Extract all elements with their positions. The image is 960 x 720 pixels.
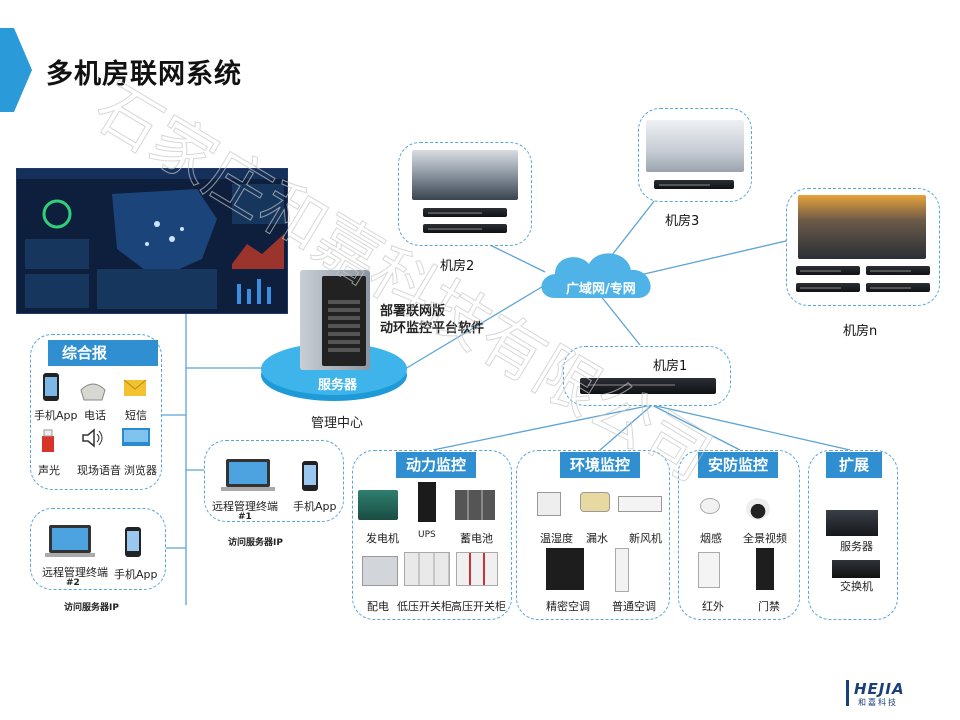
remote-2-caption: 访问服务器IP bbox=[64, 603, 119, 613]
server-label: 服务器 bbox=[318, 378, 358, 393]
room-3-photo bbox=[646, 120, 744, 172]
low-voltage-switchgear-icon bbox=[404, 552, 450, 586]
room-1-device bbox=[580, 378, 716, 394]
environment-item-label: 温湿度 bbox=[540, 532, 573, 545]
alarm-item-label: 现场语音 bbox=[77, 464, 121, 477]
remote-2-terminal-label: 远程管理终端 bbox=[42, 566, 108, 579]
alarm-title: 综合报 bbox=[48, 340, 158, 366]
power-item-label: 高压开关柜 bbox=[451, 600, 506, 613]
environment-box bbox=[516, 450, 670, 620]
power-item-label: 发电机 bbox=[366, 532, 399, 545]
sms-icon bbox=[123, 379, 147, 396]
precision-ac-icon bbox=[546, 548, 584, 590]
remote-2-terminal-number: #2 bbox=[66, 578, 80, 588]
expand-item-label: 服务器 bbox=[840, 540, 873, 553]
siren-icon bbox=[42, 429, 54, 452]
remote-1-caption: 访问服务器IP bbox=[228, 538, 283, 548]
power-item-label: 配电 bbox=[367, 600, 389, 613]
room-n-photo bbox=[798, 195, 926, 259]
environment-item-label: 精密空调 bbox=[546, 600, 590, 613]
high-voltage-switchgear-icon bbox=[456, 552, 498, 586]
logo-text: HEJIA bbox=[854, 680, 905, 698]
dashboard-screen bbox=[16, 168, 288, 314]
management-center-label: 管理中心 bbox=[311, 416, 364, 431]
alarm-item-label: 短信 bbox=[125, 409, 147, 422]
room-2-photo bbox=[412, 150, 518, 200]
company-logo: HEJIA 和嘉科技 bbox=[846, 680, 916, 708]
ups-icon bbox=[418, 482, 436, 522]
generator-icon bbox=[358, 490, 398, 520]
server-icon bbox=[826, 510, 878, 536]
environment-item-label: 普通空调 bbox=[612, 600, 656, 613]
room-n-device-2 bbox=[866, 266, 930, 275]
power-item-label: 低压开关柜 bbox=[397, 600, 452, 613]
switch-icon bbox=[832, 560, 880, 578]
room-2-device-1 bbox=[423, 208, 507, 217]
temperature-humidity-icon bbox=[537, 492, 561, 516]
room-n-device-3 bbox=[796, 283, 860, 292]
room-3-device bbox=[654, 180, 734, 189]
expand-title: 扩展 bbox=[826, 452, 882, 478]
software-label-1: 部署联网版 bbox=[380, 304, 446, 319]
laptop-icon bbox=[221, 459, 275, 491]
security-box bbox=[678, 450, 800, 620]
distribution-icon bbox=[362, 556, 398, 586]
camera-icon bbox=[746, 498, 770, 520]
smoke-detector-icon bbox=[700, 498, 720, 514]
environment-item-label: 新风机 bbox=[629, 532, 662, 545]
software-label-2: 动环监控平台软件 bbox=[380, 321, 485, 336]
corner-accent bbox=[0, 28, 32, 112]
laptop-icon bbox=[45, 525, 95, 557]
browser-icon bbox=[122, 428, 150, 446]
smartphone-icon bbox=[125, 527, 141, 557]
remote-1-terminal-number: #1 bbox=[238, 512, 252, 522]
server-tower bbox=[300, 270, 370, 370]
phone-app-icon bbox=[43, 373, 59, 401]
logo-subtext: 和嘉科技 bbox=[858, 698, 898, 707]
page-title: 多机房联网系统 bbox=[46, 59, 242, 90]
fresh-air-icon bbox=[618, 496, 662, 512]
room-1-label: 机房1 bbox=[653, 359, 688, 374]
power-item-label: UPS bbox=[418, 530, 436, 540]
alarm-item-label: 手机App bbox=[34, 409, 78, 422]
room-1-box bbox=[563, 346, 731, 406]
environment-title: 环境监控 bbox=[560, 452, 640, 478]
speaker-icon bbox=[82, 428, 103, 448]
room-n-device-1 bbox=[796, 266, 860, 275]
access-control-icon bbox=[756, 548, 774, 590]
security-item-label: 烟感 bbox=[700, 532, 722, 545]
infrared-icon bbox=[698, 552, 720, 588]
room-n-label: 机房n bbox=[843, 324, 878, 339]
battery-icon bbox=[455, 490, 495, 520]
room-n-device-4 bbox=[866, 283, 930, 292]
cloud-label: 广域网/专网 bbox=[566, 282, 636, 297]
smartphone-icon bbox=[302, 461, 318, 491]
air-conditioner-icon bbox=[615, 548, 629, 592]
telephone-icon bbox=[80, 383, 106, 401]
power-box bbox=[352, 450, 512, 620]
alarm-item-label: 声光 bbox=[38, 464, 60, 477]
security-item-label: 全景视频 bbox=[743, 532, 787, 545]
alarm-item-label: 电话 bbox=[84, 409, 106, 422]
water-leak-icon bbox=[580, 492, 610, 512]
room-3-label: 机房3 bbox=[665, 214, 700, 229]
remote-2-phone-label: 手机App bbox=[114, 568, 158, 581]
security-title: 安防监控 bbox=[698, 452, 778, 478]
remote-1-phone-label: 手机App bbox=[293, 500, 337, 513]
environment-item-label: 漏水 bbox=[586, 532, 608, 545]
alarm-item-label: 浏览器 bbox=[124, 464, 157, 477]
wan-cloud bbox=[541, 253, 651, 298]
power-title: 动力监控 bbox=[396, 452, 476, 478]
remote-1-terminal-label: 远程管理终端 bbox=[212, 500, 278, 513]
room-2-label: 机房2 bbox=[440, 259, 475, 274]
security-item-label: 门禁 bbox=[758, 600, 780, 613]
security-item-label: 红外 bbox=[702, 600, 724, 613]
room-2-device-2 bbox=[423, 224, 507, 233]
power-item-label: 蓄电池 bbox=[460, 532, 493, 545]
expand-item-label: 交换机 bbox=[840, 580, 873, 593]
